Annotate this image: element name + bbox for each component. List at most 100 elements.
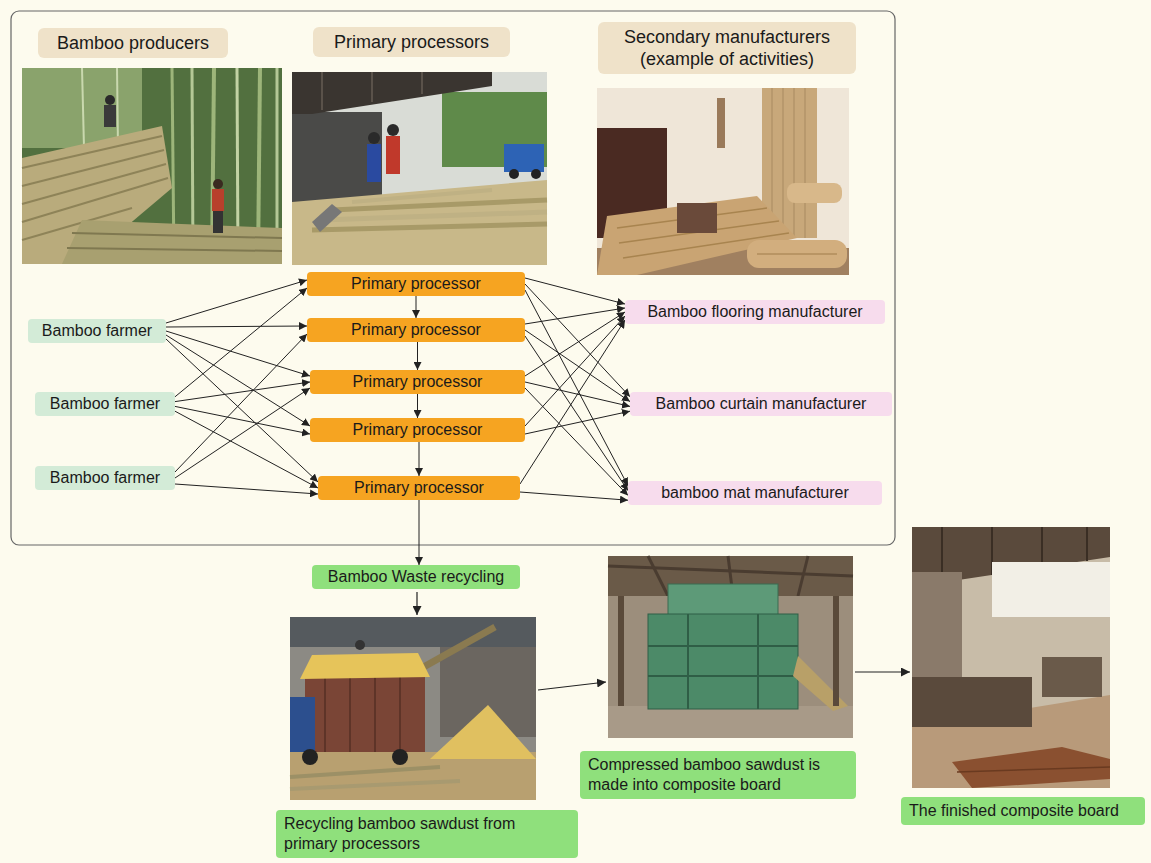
composite-board-photo-part	[1042, 657, 1102, 697]
processing-yard-photo-part	[421, 72, 423, 94]
photo-caption: Recycling bamboo sawdust from primary pr…	[276, 810, 578, 858]
node-label: Bamboo curtain manufacturer	[656, 394, 867, 414]
flow-arrow	[417, 342, 418, 370]
manufacturer-box: Bamboo curtain manufacturer	[630, 392, 892, 416]
node-label: Bamboo Waste recycling	[328, 567, 504, 587]
processing-yard-photo-part	[386, 136, 400, 174]
bamboo-forest-photo-part	[22, 178, 168, 222]
bamboo-forest-photo	[22, 68, 282, 264]
flow-arrow	[525, 336, 628, 491]
press-machine-photo-part	[793, 656, 848, 711]
press-machine-photo-part	[687, 614, 689, 709]
processing-yard-photo-part	[367, 144, 381, 182]
processing-yard-photo-part	[312, 224, 547, 230]
flow-arrow	[525, 388, 628, 495]
press-machine-photo-part	[648, 614, 798, 709]
press-machine-photo-part	[618, 596, 624, 706]
press-machine-photo-part	[798, 556, 808, 596]
flow-arrow	[175, 288, 307, 397]
bamboo-forest-photo-part	[82, 68, 84, 148]
processing-yard-photo-part	[292, 72, 492, 114]
processing-yard-photo-part	[322, 212, 547, 220]
flow-arrow-layout-part	[855, 671, 910, 672]
processing-yard-photo-part	[292, 180, 547, 265]
node-label: Primary processor	[353, 372, 483, 392]
node-label: Bamboo producers	[57, 32, 209, 54]
composite-board-photo-part	[912, 527, 1110, 788]
sawdust-truck-photo-part	[290, 767, 440, 777]
bamboo-forest-photo-part	[67, 248, 282, 251]
flow-arrow	[166, 339, 318, 482]
composite-board-photo-part	[957, 767, 1110, 772]
node-label: Bamboo farmer	[50, 394, 160, 414]
bamboo-products-photo-part	[805, 88, 806, 238]
group-frame	[11, 11, 895, 545]
sawdust-truck-photo-part	[392, 749, 408, 765]
press-machine-photo	[608, 556, 853, 738]
composite-board-photo-part	[952, 747, 1110, 788]
processing-yard-photo-part	[368, 132, 380, 144]
manufacturer-box: Bamboo flooring manufacturer	[625, 300, 885, 324]
flow-arrow	[175, 388, 310, 478]
press-machine-photo-part	[757, 614, 759, 709]
bamboo-forest-photo-part	[213, 179, 223, 189]
bamboo-products-photo-part	[787, 183, 842, 203]
producer-box: Bamboo farmer	[28, 319, 166, 343]
node-label: Compressed bamboo sawdust is made into c…	[588, 755, 848, 795]
flow-arrow	[525, 290, 628, 486]
bamboo-forest-photo-part	[105, 95, 115, 105]
photo-caption: The finished composite board	[901, 797, 1145, 825]
bamboo-forest-photo-part	[72, 233, 282, 238]
processor-box: Primary processor	[318, 476, 520, 500]
bamboo-forest-photo-part	[22, 150, 164, 186]
flow-arrow	[175, 382, 310, 402]
column-heading: Bamboo producers	[38, 28, 228, 58]
node-label: Primary processor	[351, 320, 481, 340]
bamboo-forest-photo-part	[213, 211, 223, 233]
press-machine-photo-part	[648, 645, 798, 647]
processor-box: Primary processor	[307, 318, 525, 342]
sawdust-truck-photo-part	[290, 697, 315, 752]
press-machine-photo-part	[833, 596, 839, 706]
composite-board-photo-part	[1041, 527, 1043, 567]
bamboo-forest-photo-part	[62, 220, 282, 264]
node-label: Bamboo farmer	[42, 321, 152, 341]
column-heading: Primary processors	[313, 27, 510, 57]
bamboo-forest-photo-part	[22, 68, 282, 264]
processing-yard-photo-part	[387, 124, 399, 136]
sawdust-truck-photo-part	[300, 653, 430, 679]
sawdust-truck-photo-part	[349, 677, 351, 752]
producer-box: Bamboo farmer	[35, 466, 175, 490]
processing-yard-photo-part	[312, 204, 342, 232]
sawdust-truck-photo-part	[305, 677, 425, 752]
node-label: The finished composite board	[909, 801, 1119, 821]
press-machine-photo-part	[648, 675, 798, 677]
node-label: Bamboo farmer	[50, 468, 160, 488]
node-label: Recycling bamboo sawdust from primary pr…	[284, 814, 570, 854]
processing-yard-photo-part	[321, 72, 323, 110]
connector-group	[166, 278, 630, 565]
sawdust-truck-photo-part	[355, 640, 365, 650]
sawdust-truck-photo-part	[430, 705, 536, 759]
manufacturer-box: bamboo mat manufacturer	[628, 481, 882, 505]
sawdust-truck-photo-part	[324, 677, 326, 752]
processing-yard-photo-part	[292, 72, 547, 265]
bamboo-forest-photo-part	[117, 68, 118, 148]
bamboo-products-photo-part	[717, 98, 725, 148]
recycling-box: Bamboo Waste recycling	[312, 565, 520, 589]
composite-board-photo-part	[912, 677, 1032, 727]
flow-arrow-layout-part	[538, 682, 606, 690]
node-label: Secondary manufacturers (example of acti…	[606, 26, 848, 70]
processor-box: Primary processor	[307, 272, 525, 296]
processing-yard-photo-part	[504, 144, 544, 172]
sawdust-truck-photo-part	[420, 627, 495, 669]
producer-box: Bamboo farmer	[35, 392, 175, 416]
column-heading: Secondary manufacturers (example of acti…	[598, 22, 856, 74]
bamboo-products-photo-part	[597, 88, 849, 275]
flow-arrow	[525, 411, 630, 434]
bamboo-products-photo-part	[757, 253, 837, 255]
press-machine-photo-part	[648, 556, 668, 596]
